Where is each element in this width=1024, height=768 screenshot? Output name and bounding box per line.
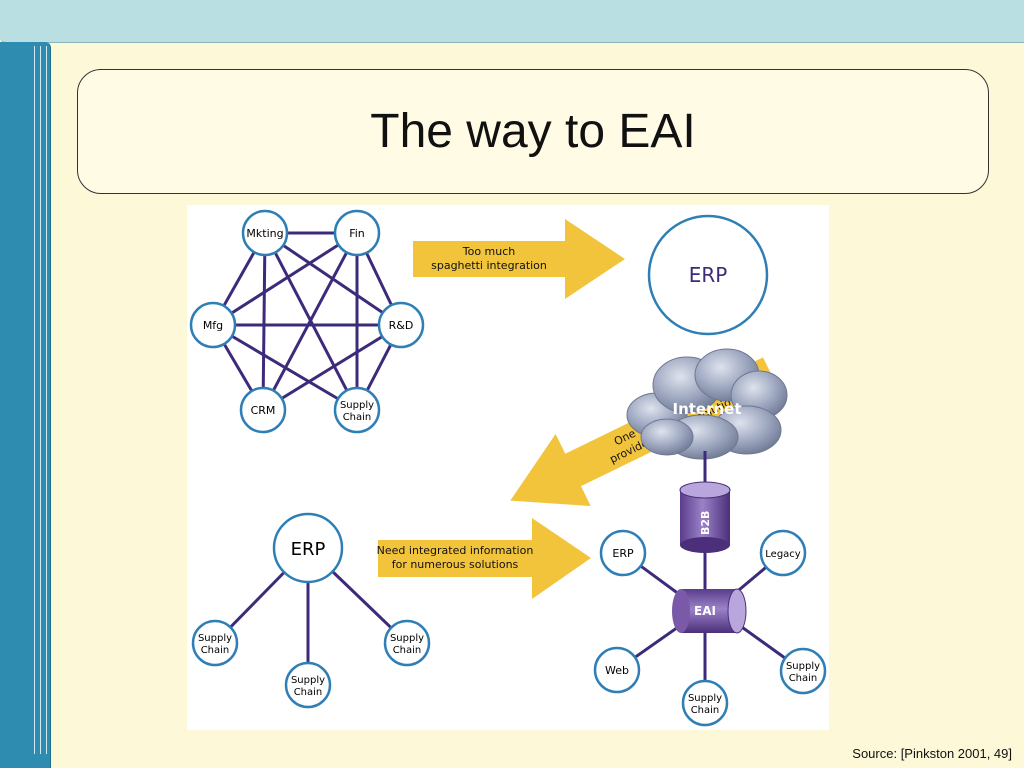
spaghetti-node-crm: CRM [239,386,287,434]
spaghetti-node-rd: R&D [377,301,425,349]
node-label: CRM [251,404,276,417]
source-citation: Source: [Pinkston 2001, 49] [852,746,1012,761]
arrow-too-much-spaghetti: Too much spaghetti integration [413,219,625,299]
eai-node-web: Web [593,646,641,694]
internet-cloud: Internet [626,348,788,460]
arrow-label: spaghetti integration [431,259,547,272]
node-label: Mfg [203,319,223,332]
node-label: ERP [612,547,634,560]
erp-hub-label: ERP [291,539,326,560]
arrow-need-integrated: Need integrated information for numerous… [377,518,591,599]
arrow-label: Too much [462,245,516,258]
spaghetti-links [211,231,403,412]
node-label: Mkting [246,227,283,240]
eai-node-legacy: Legacy [759,529,807,577]
spaghetti-node-mfg: Mfg [189,301,237,349]
erp-single-node: ERP [647,214,769,336]
internet-label: Internet [672,400,741,418]
eai-cylinder: EAI [672,588,747,634]
spaghetti-node-fin: Fin [333,209,381,257]
eai-label: EAI [694,604,716,618]
node-label: Legacy [765,549,801,560]
b2b-label: B2B [699,511,712,535]
node-label: R&D [389,319,414,332]
sidebar-stripe [34,46,35,754]
sidebar-band [0,42,51,768]
arrow-label: for numerous solutions [392,558,519,571]
erp-hub-node: ERP [272,512,344,584]
arrow-label: Need integrated information [377,544,534,557]
erp-label: ERP [689,263,728,287]
spaghetti-node-mkting: Mkting [241,209,289,257]
slide-title: The way to EAI [370,105,696,158]
sidebar-stripe [40,46,41,754]
header-band [0,0,1024,43]
sidebar-stripe [46,46,47,754]
node-label: Fin [349,227,365,240]
b2b-cylinder: B2B [679,481,731,553]
eai-node-erp: ERP [599,529,647,577]
title-box: The way to EAI [77,69,989,194]
node-label: Web [605,664,629,677]
